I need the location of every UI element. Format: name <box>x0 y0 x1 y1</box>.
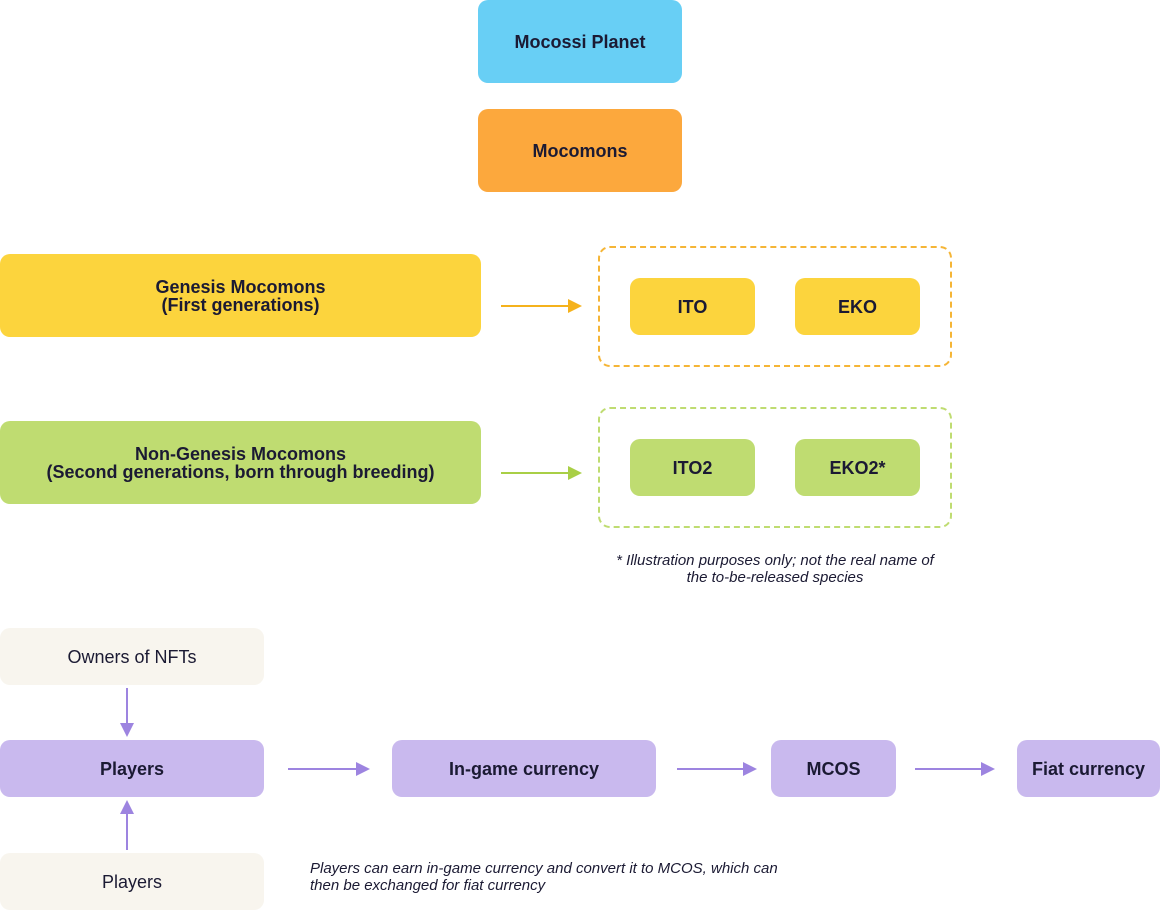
in-game-currency-box: In-game currency <box>392 740 656 797</box>
genesis-subtitle: (First generations) <box>161 294 320 315</box>
fiat-currency-box: Fiat currency <box>1017 740 1160 797</box>
fiat-currency-label: Fiat currency <box>1031 758 1146 779</box>
species-footnote: * Illustration purposes only; not the re… <box>590 552 960 586</box>
footnote-line-2: the to-be-released species <box>686 569 864 586</box>
species-ito2: ITO2 <box>630 439 755 496</box>
genesis-title: Genesis Mocomons <box>155 276 326 297</box>
mcos-to-fiat-arrow <box>915 762 995 776</box>
owners-label: Owners of NFTs <box>67 646 197 667</box>
in-game-currency-label: In-game currency <box>448 758 600 779</box>
genesis-mocomons-box: Genesis Mocomons (First generations) <box>0 254 481 337</box>
non-genesis-arrow <box>501 466 582 480</box>
species-eko-label: EKO <box>837 296 877 317</box>
footnote-line-1: * Illustration purposes only; not the re… <box>616 552 934 569</box>
mcos-box: MCOS <box>771 740 896 797</box>
species-ito: ITO <box>630 278 755 335</box>
owners-to-players-arrow <box>120 688 134 737</box>
players-bottom-label: Players <box>101 871 163 892</box>
players-label: Players <box>99 758 165 779</box>
non-genesis-subtitle: (Second generations, born through breedi… <box>46 461 435 482</box>
economy-note: Players can earn in-game currency and co… <box>310 860 870 894</box>
mocomons-label: Mocomons <box>532 140 628 161</box>
non-genesis-species-group <box>598 407 952 528</box>
species-ito2-label: ITO2 <box>672 457 713 478</box>
ingame-to-mcos-arrow <box>677 762 757 776</box>
economy-note-line-1: Players can earn in-game currency and co… <box>310 860 778 877</box>
players-box: Players <box>0 740 264 797</box>
owners-of-nfts-box: Owners of NFTs <box>0 628 264 685</box>
genesis-arrow <box>501 299 582 313</box>
players-bottom-to-players-arrow <box>120 800 134 850</box>
genesis-species-group <box>598 246 952 367</box>
mocossi-planet-box: Mocossi Planet <box>478 0 682 83</box>
economy-note-line-2: then be exchanged for fiat currency <box>310 877 546 894</box>
species-eko2-label: EKO2* <box>829 457 886 478</box>
players-bottom-box: Players <box>0 853 264 910</box>
species-eko2: EKO2* <box>795 439 920 496</box>
mocomons-box: Mocomons <box>478 109 682 192</box>
species-eko: EKO <box>795 278 920 335</box>
non-genesis-mocomons-box: Non-Genesis Mocomons (Second generations… <box>0 421 481 504</box>
non-genesis-title: Non-Genesis Mocomons <box>134 443 347 464</box>
players-to-ingame-arrow <box>288 762 370 776</box>
species-ito-label: ITO <box>677 296 708 317</box>
mocossi-planet-label: Mocossi Planet <box>514 31 646 52</box>
mcos-label: MCOS <box>806 758 861 779</box>
